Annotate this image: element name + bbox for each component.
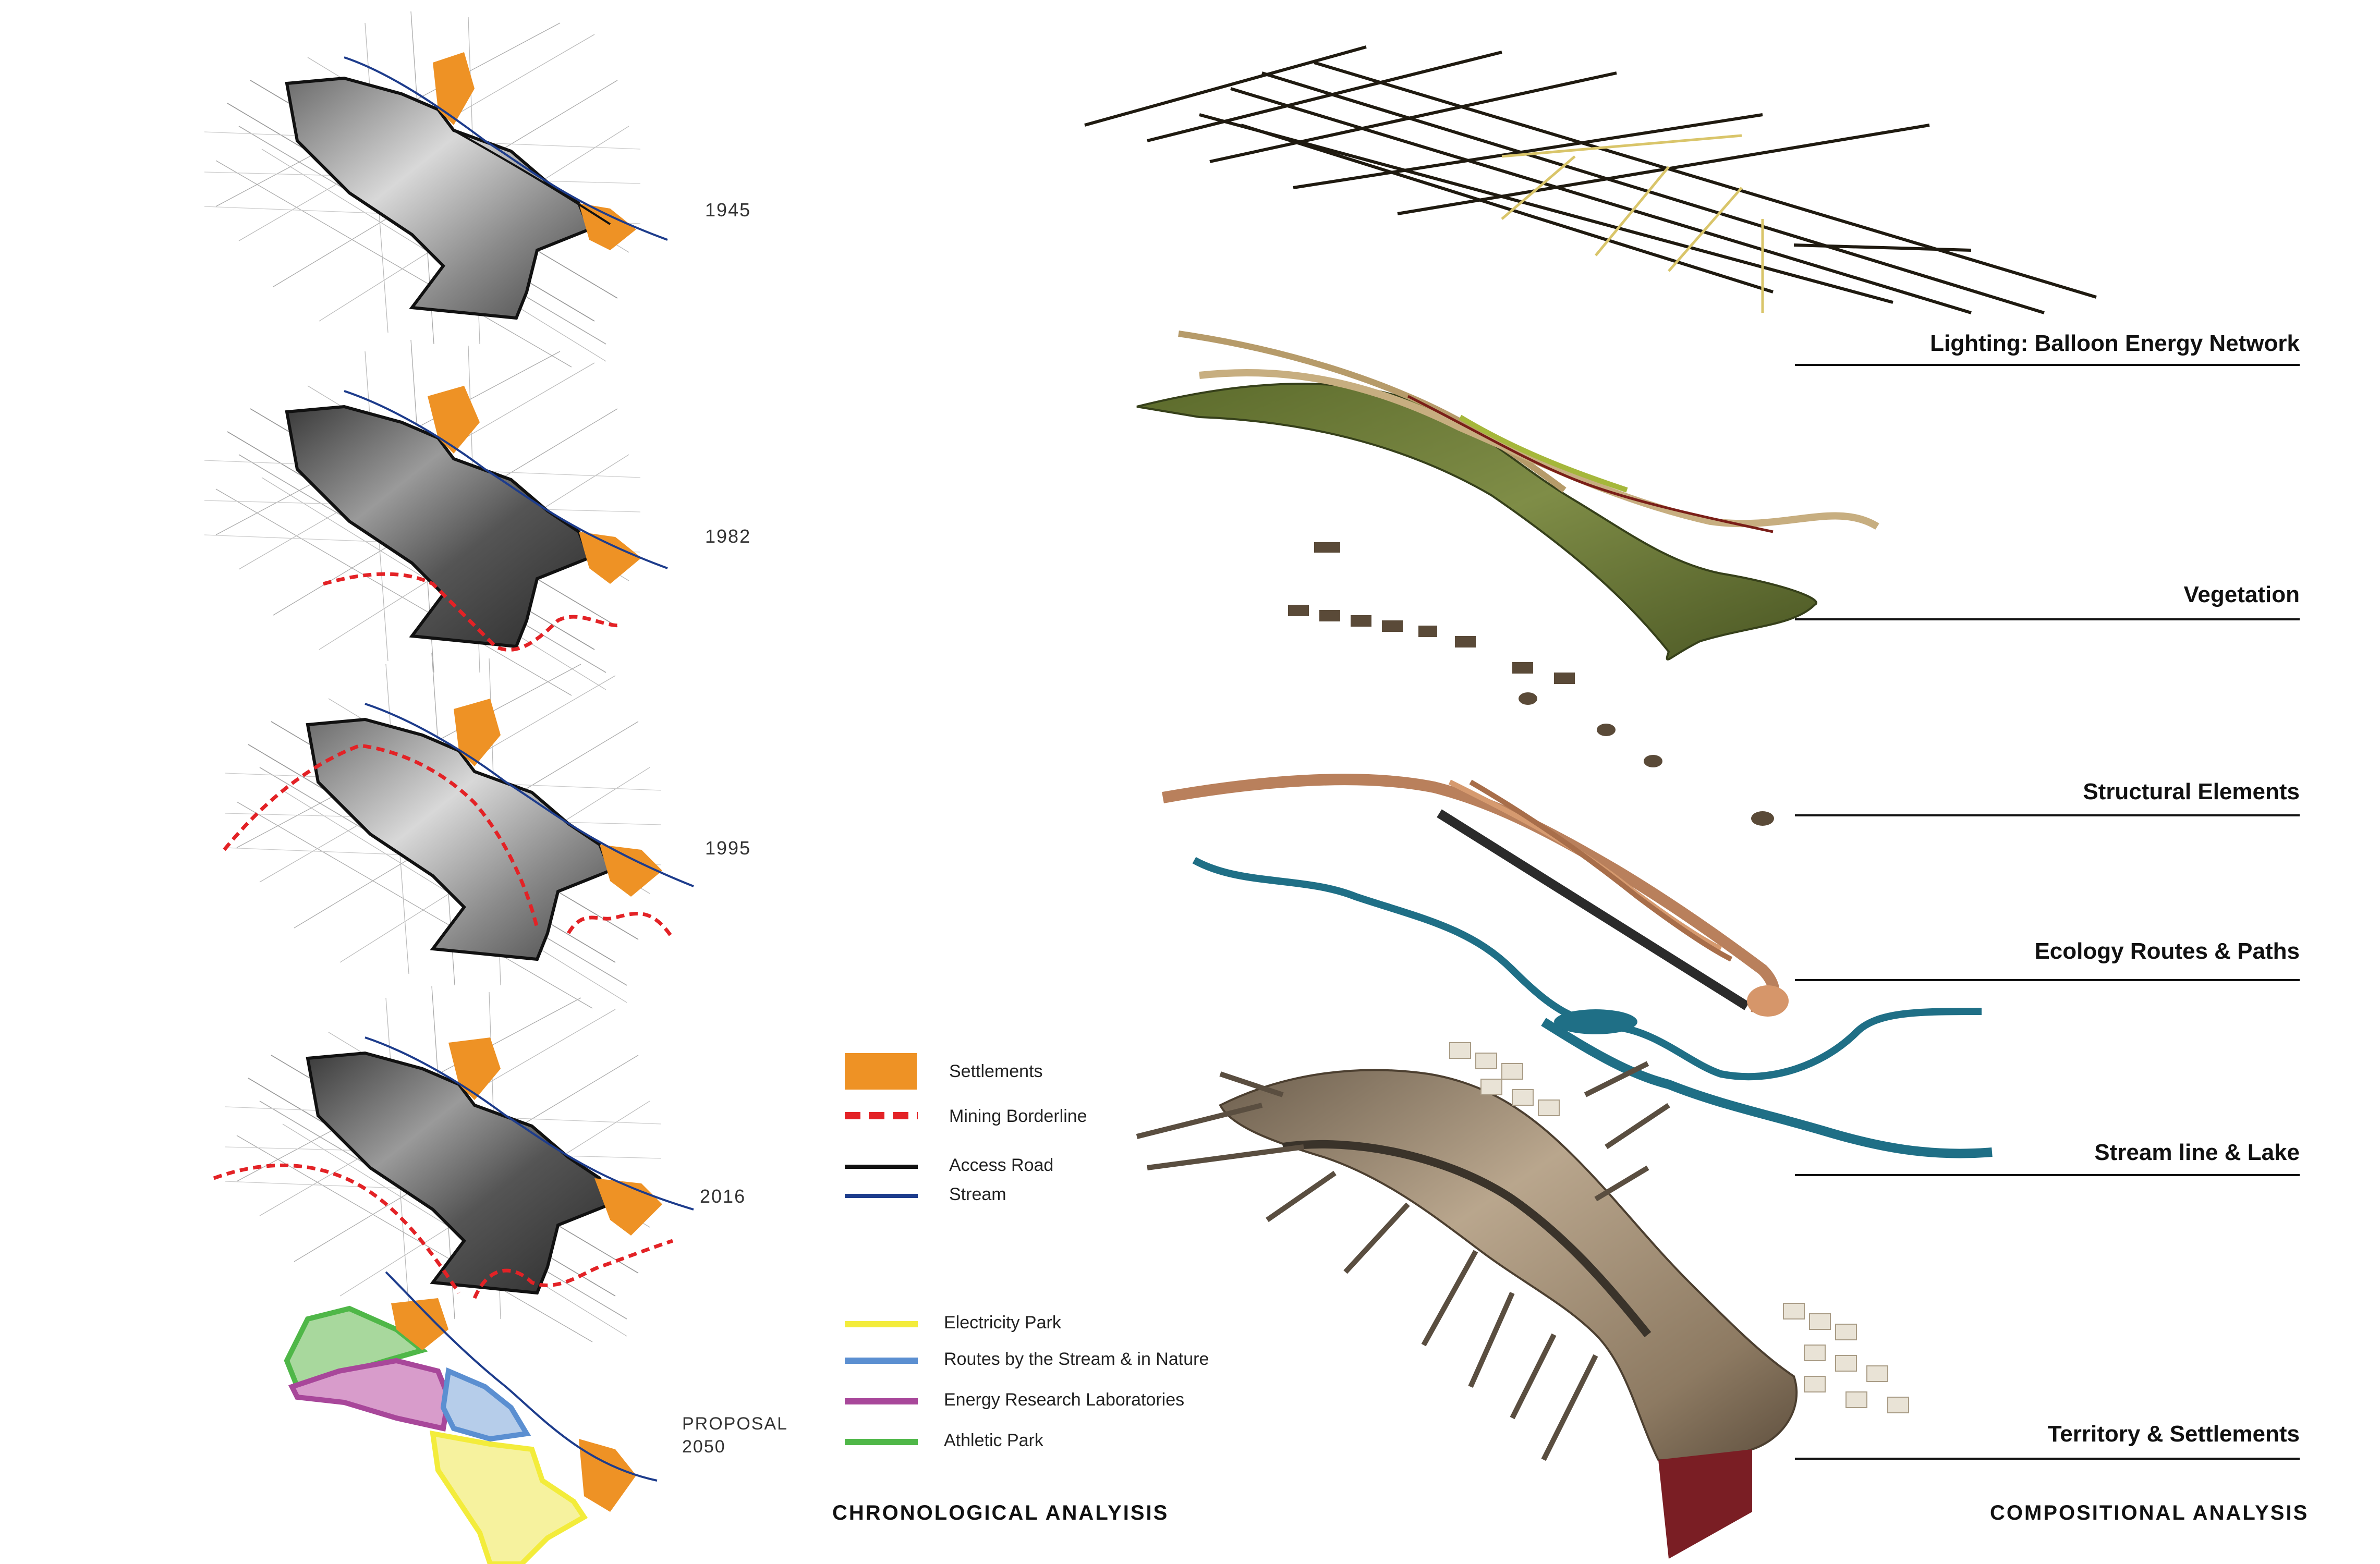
layer-rule-vegetation: [1795, 618, 2300, 620]
layer-label-ecology: Ecology Routes & Paths: [2034, 938, 2300, 964]
site-outline: [308, 1053, 610, 1293]
site-outline: [287, 407, 589, 646]
proposal-year: 2050: [682, 1437, 726, 1457]
legend-routes: Routes by the Stream & in Nature: [944, 1349, 1209, 1370]
legend-settlements: Settlements: [949, 1061, 1043, 1082]
layer-rule-stream: [1795, 1174, 2300, 1176]
map-proposal-2050: [287, 1272, 657, 1564]
layer-lighting-graphic: [1085, 47, 2096, 313]
chronological-title: CHRONOLOGICAL ANALYISIS: [832, 1501, 1169, 1525]
legend-electricity: Electricity Park: [944, 1313, 1061, 1333]
layer-label-lighting: Lighting: Balloon Energy Network: [1930, 331, 2300, 357]
routes-zone: [443, 1371, 527, 1439]
layer-vegetation-graphic: [1137, 334, 1877, 659]
year-label-1945: 1945: [705, 199, 751, 221]
legend-swatch-settlements: [845, 1053, 917, 1090]
site-outline: [308, 719, 610, 959]
proposal-label: PROPOSAL: [682, 1414, 788, 1434]
layer-rule-lighting: [1795, 364, 2300, 366]
settlement-area: [579, 532, 641, 584]
layer-rule-ecology: [1795, 979, 2300, 981]
layer-rule-territory: [1795, 1458, 2300, 1460]
legend-athletic: Athletic Park: [944, 1431, 1043, 1451]
layer-label-territory: Territory & Settlements: [2048, 1421, 2300, 1447]
legend-mining: Mining Borderline: [949, 1106, 1087, 1127]
map-2016: [214, 986, 694, 1342]
settlement-area: [600, 845, 662, 897]
layer-label-structural: Structural Elements: [2083, 779, 2300, 805]
legend-stream: Stream: [949, 1184, 1006, 1205]
layer-label-vegetation: Vegetation: [2184, 582, 2300, 608]
legend-road: Access Road: [949, 1155, 1053, 1176]
site-outline: [287, 78, 589, 318]
year-label-1995: 1995: [705, 837, 751, 859]
map-1945: [204, 11, 667, 367]
map-1995: [224, 653, 694, 1008]
year-label-2016: 2016: [700, 1186, 746, 1207]
mining-borderline: [568, 913, 673, 938]
electricity-park-zone: [433, 1434, 584, 1564]
layer-rule-structural: [1795, 814, 2300, 816]
map-1982: [204, 340, 667, 695]
layer-label-stream: Stream line & Lake: [2094, 1140, 2300, 1166]
settlement-area: [579, 1439, 636, 1512]
compositional-title: COMPOSITIONAL ANALYSIS: [1990, 1501, 2309, 1525]
legend-labs: Energy Research Laboratories: [944, 1390, 1184, 1410]
layer-structural-graphic: [1163, 779, 1789, 1017]
year-label-1982: 1982: [705, 526, 751, 547]
